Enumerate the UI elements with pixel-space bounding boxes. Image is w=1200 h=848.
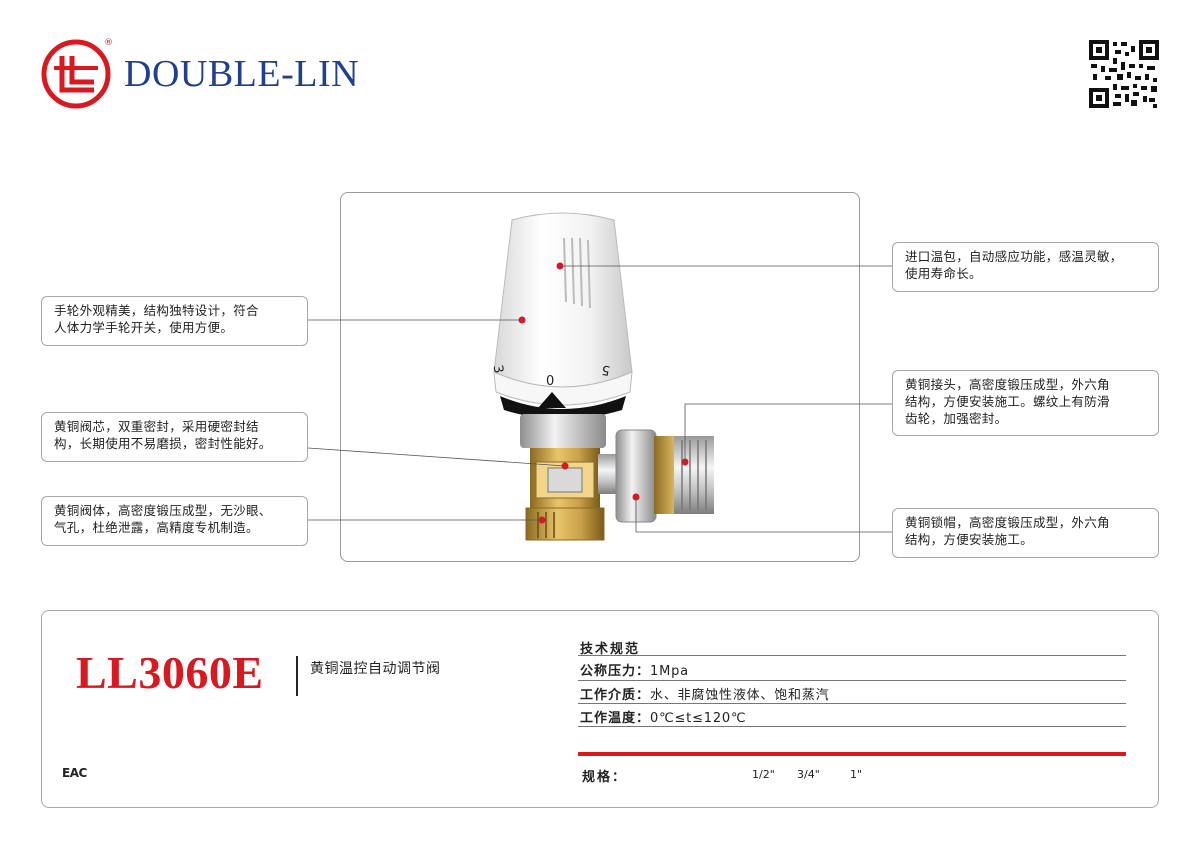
registered-mark: ® <box>104 38 113 48</box>
product-image-frame <box>340 192 860 562</box>
eac-cert-mark: EAC <box>62 766 87 780</box>
size-value: 3/4" <box>797 768 820 781</box>
dial-mark-5: 5 <box>601 361 612 377</box>
callout-valve-body: 黄铜阀体，高密度锻压成型，无沙眼、 气孔，杜绝泄露，高精度专机制造。 <box>41 496 308 546</box>
callout-connector: 黄铜接头，高密度锻压成型，外六角 结构，方便安装施工。螺纹上有防滑 齿轮，加强密… <box>892 370 1159 436</box>
spec-rule <box>578 680 1126 681</box>
dial-mark-3: 3 <box>490 364 506 375</box>
spec-row-medium: 工作介质：水、非腐蚀性液体、饱和蒸汽 <box>580 688 830 703</box>
spec-heading: 技术规范 <box>580 642 641 657</box>
spec-panel <box>41 610 1159 808</box>
model-code: LL3060E <box>76 647 264 698</box>
model-separator <box>296 656 298 696</box>
double-lin-logo-icon <box>41 39 111 109</box>
callout-handwheel: 手轮外观精美，结构独特设计，符合 人体力学手轮开关，使用方便。 <box>41 296 308 346</box>
spec-rule <box>578 703 1126 704</box>
spec-rule <box>578 726 1126 727</box>
callout-sensor: 进口温包，自动感应功能，感温灵敏， 使用寿命长。 <box>892 242 1159 292</box>
thermostatic-valve-illustration: 3 0 5 <box>490 212 714 541</box>
size-label: 规格： <box>582 770 628 785</box>
callout-valve-core: 黄铜阀芯，双重密封，采用硬密封结 构，长期使用不易磨损，密封性能好。 <box>41 412 308 462</box>
spec-rule <box>578 655 1126 656</box>
qr-code-icon <box>1089 40 1159 108</box>
red-divider-bar <box>578 752 1126 756</box>
spec-row-temperature: 工作温度：0℃≤t≤120℃ <box>580 711 747 726</box>
size-value: 1/2" <box>752 768 775 781</box>
dial-mark-0: 0 <box>546 374 554 389</box>
brand-name: DOUBLE-LIN <box>124 53 360 95</box>
size-value: 1" <box>850 768 863 781</box>
spec-row-pressure: 公称压力：1Mpa <box>580 664 689 679</box>
callout-lock-cap: 黄铜锁帽，高密度锻压成型，外六角 结构，方便安装施工。 <box>892 508 1159 558</box>
model-name: 黄铜温控自动调节阀 <box>310 661 441 677</box>
